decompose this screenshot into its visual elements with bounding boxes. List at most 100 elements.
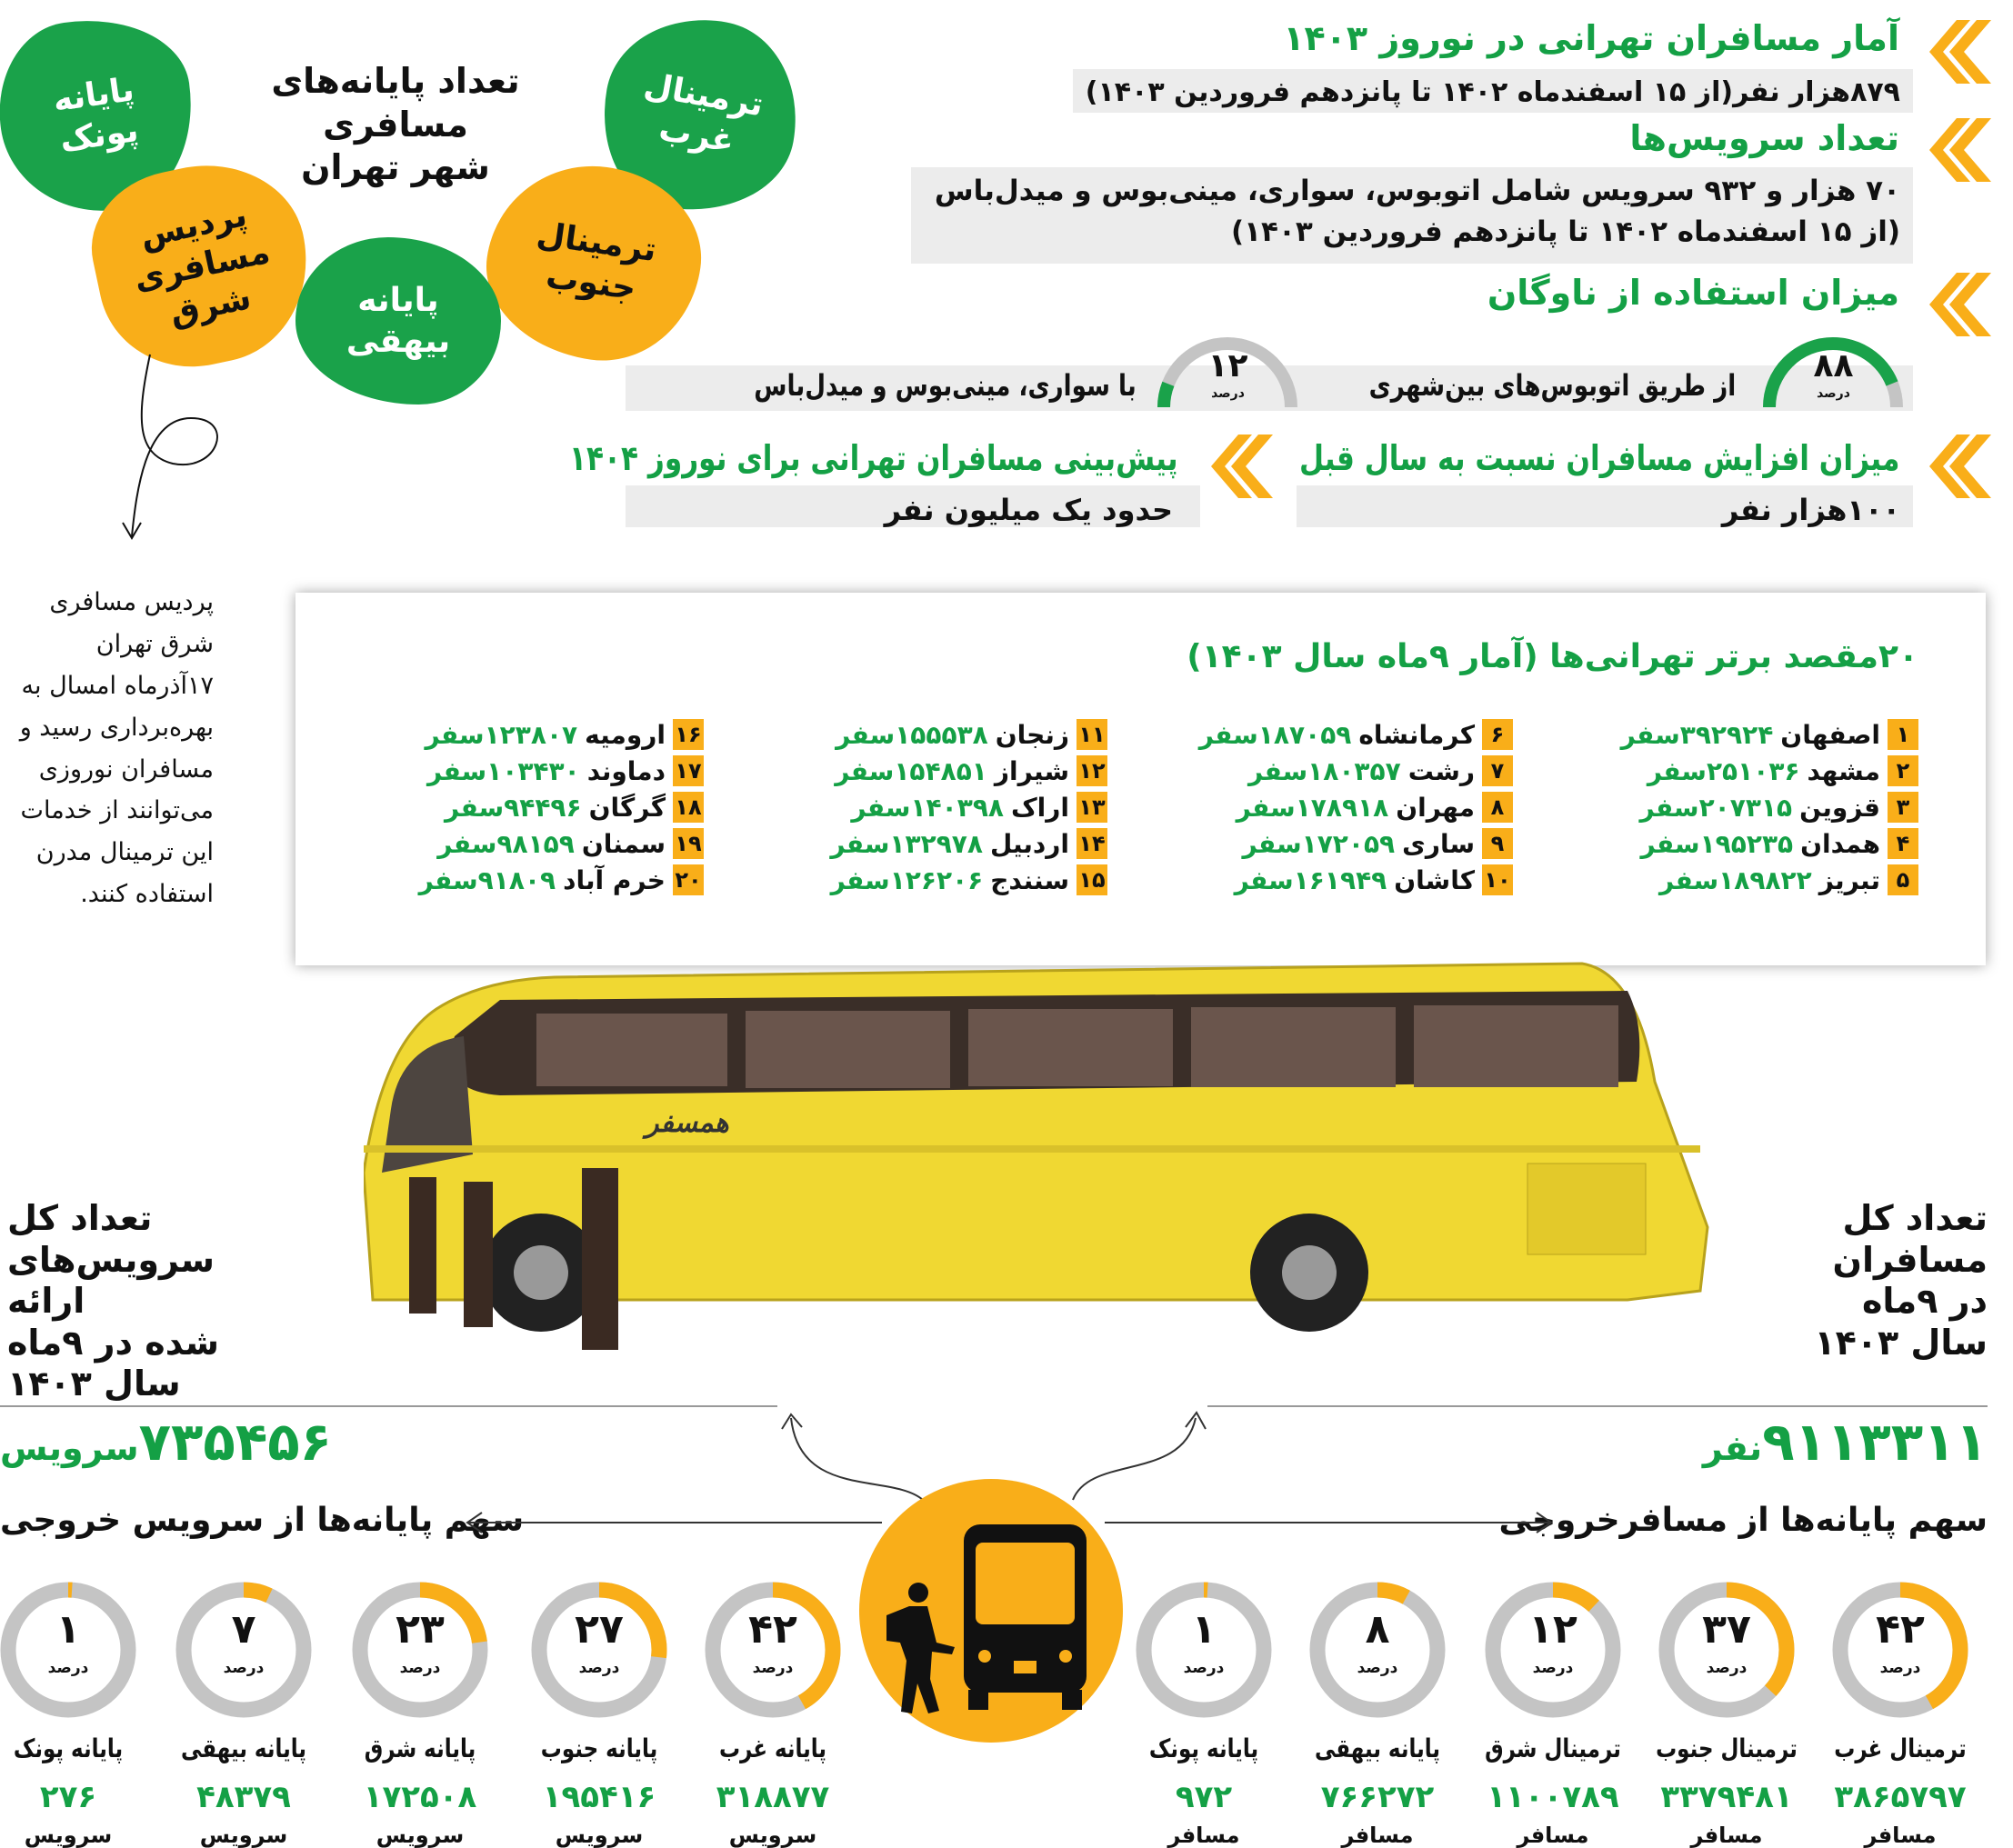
chevron-icon: [1211, 435, 1273, 498]
services-total: ۷۳۵۴۵۶سرویس: [0, 1411, 332, 1473]
donut-percent-unit: درصد: [1532, 1659, 1574, 1677]
terminal-count: ۱۷۲۵۰۸: [363, 1779, 477, 1815]
donut-share-arc: [1136, 1582, 1272, 1718]
terminal-count: ۱۱۰۰۷۸۹: [1487, 1779, 1619, 1815]
terminal-count: ۳۸۶۵۷۹۷: [1834, 1779, 1967, 1815]
trip-count: ۲۰۷۳۱۵سفر: [1639, 792, 1793, 823]
city-name: سمنان: [581, 828, 666, 859]
rank-badge: ۶: [1482, 719, 1513, 750]
stat1-text: ۸۷۹هزار نفر(از ۱۵ اسفندماه ۱۴۰۲ تا پانزد…: [1072, 69, 1913, 113]
terminal-count: ۴۸۳۷۹: [196, 1779, 291, 1815]
stat5-text: حدود یک میلیون نفر: [626, 485, 1200, 527]
city-name: اصفهان: [1780, 719, 1880, 750]
rank-badge: ۱۵: [1077, 864, 1107, 895]
rank-badge: ۷: [1482, 755, 1513, 786]
trip-count: ۱۸۹۸۲۲سفر: [1659, 864, 1812, 895]
city-name: تبریز: [1818, 864, 1880, 895]
terminal-name: پایانه بیهقی: [181, 1733, 306, 1763]
stat2-text: ۷۰ هزار و ۹۳۲ سرویس شامل اتوبوس، سواری، …: [911, 167, 1913, 264]
passengers-total-unit: نفر: [1702, 1428, 1763, 1468]
terminal-count: ۷۶۶۲۷۲: [1320, 1779, 1435, 1815]
gauge-12-unit: درصد: [1211, 386, 1245, 401]
top20-card: ۲۰مقصد برتر تهرانی‌ها (آمار ۹ماه سال ۱۴۰…: [295, 593, 1986, 965]
trip-count: ۹۸۱۵۹سفر: [437, 828, 575, 859]
rank-badge: ۸: [1482, 792, 1513, 823]
city-name: قزوین: [1799, 792, 1880, 823]
city-name: گرگان: [588, 792, 666, 823]
donut-percent: ۲۷: [575, 1606, 624, 1653]
trip-count: ۱۵۵۵۳۸سفر: [836, 719, 988, 750]
city-name: دماوند: [586, 755, 666, 786]
services-share-title: سهم پایانه‌ها از سرویس خروجی: [0, 1502, 525, 1539]
trip-count: ۱۶۱۹۴۹سفر: [1234, 864, 1387, 895]
donut-percent-unit: درصد: [578, 1659, 620, 1677]
donut-ring: [1485, 1582, 1621, 1718]
trip-count: ۹۴۴۹۶سفر: [445, 792, 582, 823]
terminal-note: پردیس مسافری شرق تهران ۱۷آذرماه امسال به…: [19, 588, 214, 909]
terminal-unit: سرویس: [555, 1823, 644, 1848]
rank-badge: ۱۷: [673, 755, 704, 786]
donut-ring: [1309, 1582, 1446, 1718]
donut-percent: ۴۲: [1876, 1606, 1925, 1653]
city-name: مشهد: [1807, 755, 1881, 786]
passengers-share-title: سهم پایانه‌ها از مسافرخروجی: [1498, 1502, 1988, 1539]
terminal-name: پایانه جنوب: [540, 1733, 658, 1763]
services-total-value: ۷۳۵۴۵۶: [138, 1411, 333, 1473]
trip-count: ۱۴۰۳۹۸سفر: [851, 792, 1005, 823]
city-name: خرم آباد: [563, 864, 666, 895]
donut-share-arc: [175, 1582, 312, 1718]
donut-percent: ۴۲: [748, 1606, 797, 1653]
trip-count: ۱۰۳۴۳۰سفر: [427, 755, 580, 786]
terminal-unit: مسافر: [1341, 1823, 1414, 1848]
rank-badge: ۱۴: [1077, 828, 1107, 859]
city-name: کاشان: [1394, 864, 1475, 895]
bus-passenger-icon: [859, 1479, 1123, 1743]
donut-share-arc: [705, 1582, 841, 1718]
city-name: رشت: [1407, 755, 1475, 786]
city-name: کرمانشاه: [1358, 719, 1475, 750]
donut-ring: [1658, 1582, 1795, 1718]
chevron-icon: [1929, 118, 1991, 182]
donut-ring: [175, 1582, 312, 1718]
trip-count: ۹۱۸۰۹سفر: [418, 864, 556, 895]
terminal-unit: مسافر: [1690, 1823, 1763, 1848]
donut-percent: ۱۲: [1528, 1606, 1577, 1653]
donut-percent: ۳۷: [1702, 1606, 1751, 1653]
stat3-title: میزان استفاده از ناوگان: [1487, 273, 1899, 313]
stat4-text: ۱۰۰هزار نفر: [1297, 485, 1913, 527]
donut-percent-unit: درصد: [1183, 1659, 1225, 1677]
terminal-unit: مسافر: [1864, 1823, 1937, 1848]
terminal-name: پایانه پونک: [13, 1733, 124, 1763]
donut-ring: [0, 1582, 136, 1718]
trip-count: ۲۵۱۰۳۶سفر: [1647, 755, 1800, 786]
gauge-88-unit: درصد: [1817, 386, 1850, 401]
donut-ring: [1136, 1582, 1272, 1718]
gauge-88: [1763, 337, 1903, 408]
trip-count: ۱۲۳۸۰۷سفر: [425, 719, 578, 750]
donut-ring: [705, 1582, 841, 1718]
donut-percent-unit: درصد: [47, 1659, 89, 1677]
gauge-12: [1157, 337, 1297, 408]
terminal-count: ۳۱۸۸۷۷: [716, 1779, 830, 1815]
terminal-unit: سرویس: [199, 1823, 288, 1848]
gauge-88-text: از طریق اتوبوس‌های بین‌شهری: [1368, 368, 1736, 403]
donut-share-arc: [1485, 1582, 1621, 1718]
donut-share-arc: [0, 1582, 136, 1718]
donut-share-arc: [1309, 1582, 1446, 1718]
trip-count: ۱۳۲۹۷۸سفر: [830, 828, 983, 859]
